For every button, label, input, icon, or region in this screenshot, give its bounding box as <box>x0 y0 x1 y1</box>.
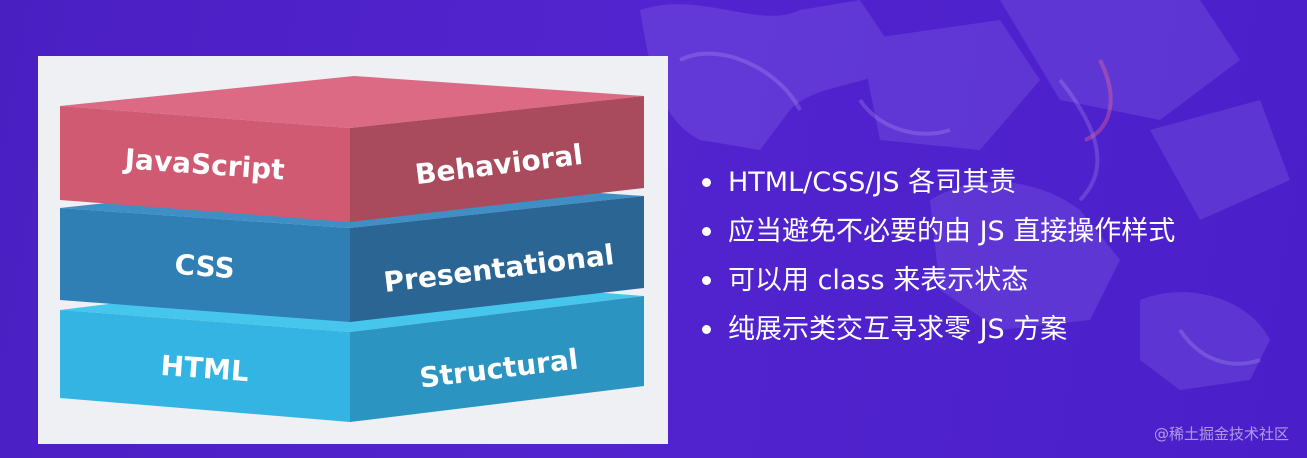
layer-javascript: JavaScript Behavioral <box>60 76 644 222</box>
layer-javascript-front <box>60 106 350 222</box>
guideline-list: HTML/CSS/JS 各司其责 应当避免不必要的由 JS 直接操作样式 可以用… <box>700 160 1175 356</box>
guideline-item: 纯展示类交互寻求零 JS 方案 <box>700 307 1175 356</box>
layers-diagram-panel: HTML Structural CSS Presentational JavaS… <box>38 56 668 444</box>
guideline-text: HTML/CSS/JS 各司其责 <box>728 167 1017 198</box>
layer-html-front <box>60 310 350 422</box>
guideline-item: 应当避免不必要的由 JS 直接操作样式 <box>700 209 1175 258</box>
layer-html-name: HTML <box>159 349 249 388</box>
three-layer-stack: HTML Structural CSS Presentational JavaS… <box>60 76 644 422</box>
layer-css-name: CSS <box>174 248 236 285</box>
bullet-dot-icon <box>702 276 711 285</box>
layer-css: CSS Presentational <box>60 176 644 322</box>
guideline-item: 可以用 class 来表示状态 <box>700 258 1175 307</box>
bullet-dot-icon <box>702 325 711 334</box>
layer-css-side <box>350 196 644 322</box>
layer-css-front <box>60 208 350 322</box>
guideline-text: 应当避免不必要的由 JS 直接操作样式 <box>728 216 1176 247</box>
bullet-dot-icon <box>702 178 711 187</box>
layer-html-side <box>350 296 644 422</box>
layer-javascript-top <box>60 76 644 128</box>
guideline-text: 纯展示类交互寻求零 JS 方案 <box>728 314 1068 345</box>
bullet-dot-icon <box>702 227 711 236</box>
watermark: @稀土掘金技术社区 <box>1153 425 1289 443</box>
guideline-item: HTML/CSS/JS 各司其责 <box>700 160 1175 209</box>
layer-javascript-side <box>350 96 644 222</box>
guideline-text: 可以用 class 来表示状态 <box>728 265 1029 296</box>
